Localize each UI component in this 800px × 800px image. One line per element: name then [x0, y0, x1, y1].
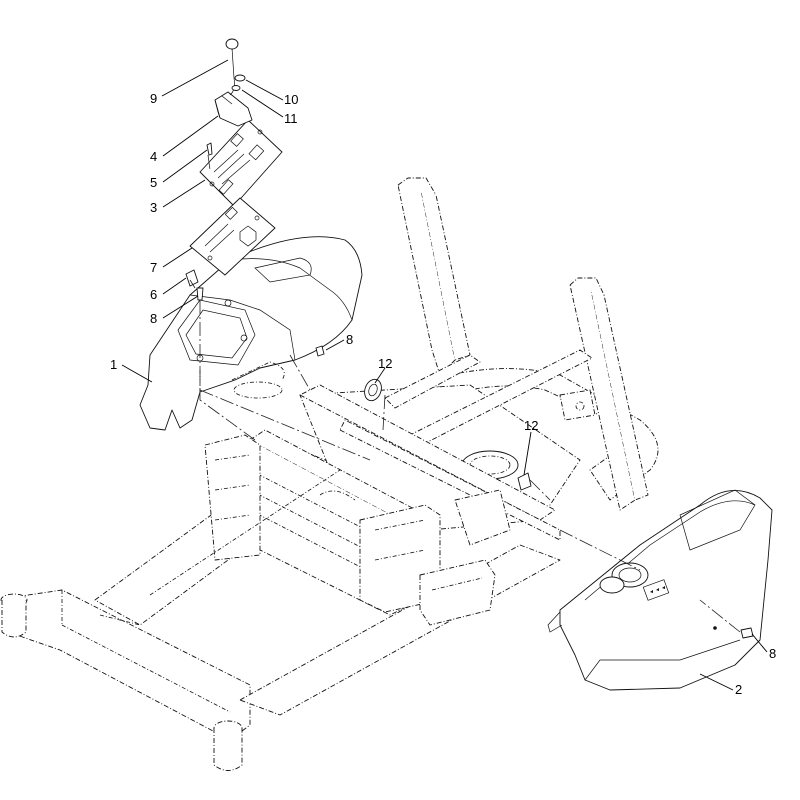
callout-labels: 9 10 11 4 5 3 7 6 8 1 8 12 12 8 2 — [110, 91, 776, 697]
callout-12-left: 12 — [378, 356, 392, 371]
callout-8-console: 8 — [150, 311, 157, 326]
callout-12-right: 12 — [524, 418, 538, 433]
callout-3: 3 — [150, 200, 157, 215]
callout-2: 2 — [735, 682, 742, 697]
callout-10: 10 — [284, 92, 298, 107]
callout-1: 1 — [110, 357, 117, 372]
left-console-cover — [139, 236, 363, 431]
lever-washers — [231, 74, 246, 91]
fuel-caps — [364, 378, 532, 491]
callout-7: 7 — [150, 260, 157, 275]
callout-4: 4 — [150, 149, 157, 164]
lower-control-panel — [189, 197, 276, 276]
right-console-tank — [547, 489, 773, 691]
mower-frame — [0, 177, 659, 771]
bolts — [196, 287, 754, 639]
clip-nut — [185, 269, 199, 287]
callout-6: 6 — [150, 287, 157, 302]
callout-8-tank: 8 — [769, 646, 776, 661]
leader-lines — [121, 59, 768, 691]
callout-9: 9 — [150, 91, 157, 106]
throttle-control — [214, 91, 253, 127]
upper-control-panel — [199, 119, 283, 207]
assembly-lines — [189, 154, 741, 633]
callout-5: 5 — [150, 175, 157, 190]
callout-11: 11 — [284, 111, 298, 126]
callout-8-frame: 8 — [346, 332, 353, 347]
panel-screw — [206, 142, 213, 156]
